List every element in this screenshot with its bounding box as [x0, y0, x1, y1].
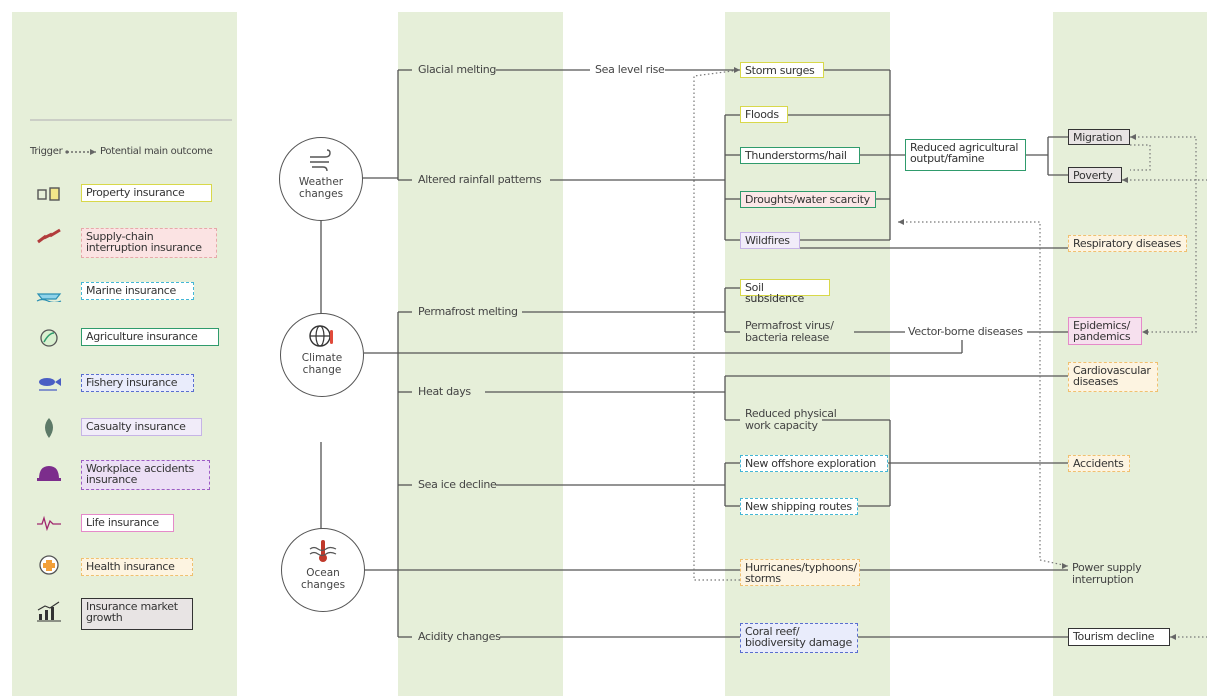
legend-insurance-market-growth: Insurance market growth: [81, 598, 193, 630]
ocean-changes-label: Ocean changes: [300, 567, 346, 591]
helmet-icon: [37, 466, 61, 481]
effect-wildfires: Wildfires: [740, 232, 800, 249]
trigger-sea-ice-decline: Sea ice decline: [418, 478, 497, 491]
effect-coral-reef: Coral reef/ biodiversity damage: [740, 623, 858, 653]
outcome-cardiovascular: Cardiovascular diseases: [1068, 362, 1158, 392]
effect-vector-borne: Vector-borne diseases: [908, 325, 1023, 338]
outcome-tourism: Tourism decline: [1068, 628, 1170, 646]
effect-droughts: Droughts/water scarcity: [740, 191, 876, 208]
legend-fishery-insurance: Fishery insurance: [81, 374, 194, 392]
drop-icon: [45, 418, 53, 438]
effect-work-capacity: Reduced physical work capacity: [745, 407, 837, 432]
weather-changes-label: Weather changes: [298, 176, 344, 200]
trigger-permafrost-melting: Permafrost melting: [418, 305, 518, 318]
effect-shipping: New shipping routes: [740, 498, 858, 515]
legend-supply-chain-insurance: Supply-chain interruption insurance: [81, 228, 217, 258]
heartbeat-icon: [37, 515, 61, 532]
medical-cross-icon: [39, 555, 59, 575]
outcome-respiratory: Respiratory diseases: [1068, 235, 1187, 252]
effect-agri-output: Reduced agricultural output/famine: [905, 139, 1026, 171]
column-bg-2: [398, 12, 563, 696]
legend-outcome-label: Potential main outcome: [100, 146, 213, 157]
building-icon: [37, 187, 60, 201]
legend-workplace-accidents-insurance: Workplace accidents insurance: [81, 460, 210, 490]
weather-changes-node: Weather changes: [279, 137, 363, 221]
legend-life-insurance: Life insurance: [81, 514, 174, 532]
effect-hurricanes: Hurricanes/typhoons/ storms: [740, 559, 860, 586]
trigger-glacial-melting: Glacial melting: [418, 63, 497, 76]
trigger-acidity-changes: Acidity changes: [418, 630, 501, 643]
climate-change-label: Climate change: [301, 352, 343, 376]
globe-thermometer-icon: [309, 325, 333, 347]
wind-icon: [310, 149, 331, 172]
ocean-changes-node: Ocean changes: [281, 528, 365, 612]
leaf-icon: [40, 329, 58, 347]
effect-floods: Floods: [740, 106, 788, 123]
trigger-heat-days: Heat days: [418, 385, 471, 398]
outcome-epidemics: Epidemics/ pandemics: [1068, 317, 1142, 345]
effect-offshore: New offshore exploration: [740, 455, 888, 472]
effect-storm-surges: Storm surges: [740, 62, 824, 78]
effect-thunderstorms-hail: Thunderstorms/hail: [740, 147, 860, 164]
chain-icon: [37, 228, 61, 244]
ocean-thermometer-icon: [309, 540, 337, 562]
trigger-sea-level-rise: Sea level rise: [595, 63, 665, 76]
legend-health-insurance: Health insurance: [81, 558, 193, 576]
trigger-altered-rainfall: Altered rainfall patterns: [418, 173, 542, 186]
column-bg-5: [1053, 12, 1207, 696]
legend-agriculture-insurance: Agriculture insurance: [81, 328, 219, 346]
fish-icon: [39, 378, 61, 391]
legend-marine-insurance: Marine insurance: [81, 282, 194, 300]
legend-casualty-insurance: Casualty insurance: [81, 418, 202, 436]
outcome-migration: Migration: [1068, 129, 1130, 145]
legend-property-insurance: Property insurance: [81, 184, 212, 202]
ship-icon: [36, 293, 62, 302]
effect-soil-subsidence: Soil subsidence: [740, 279, 830, 304]
outcome-poverty: Poverty: [1068, 167, 1122, 183]
climate-change-node: Climate change: [280, 313, 364, 397]
effect-permafrost-virus: Permafrost virus/ bacteria release: [745, 319, 834, 344]
outcome-power-supply: Power supply interruption: [1072, 561, 1142, 586]
legend-column-bg: [12, 12, 237, 696]
growth-chart-icon: [37, 601, 61, 622]
outcome-accidents: Accidents: [1068, 455, 1130, 472]
legend-trigger-label: Trigger: [30, 146, 63, 157]
